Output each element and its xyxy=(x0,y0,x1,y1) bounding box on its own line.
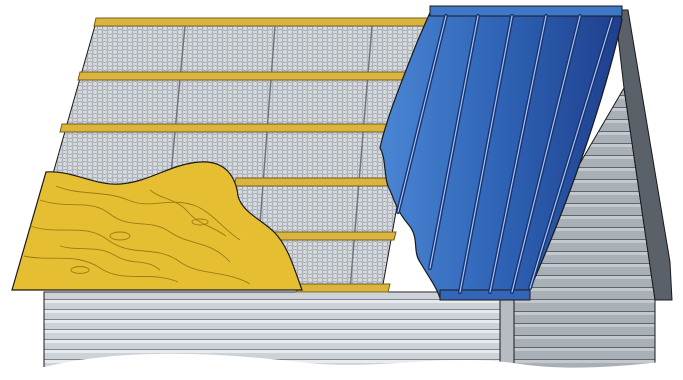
metal-ridge-cap xyxy=(430,6,622,16)
purlin-1 xyxy=(94,18,436,26)
purlin-6 xyxy=(296,284,390,292)
purlin-3 xyxy=(60,124,414,132)
purlin-5 xyxy=(272,232,396,240)
purlin-2 xyxy=(78,72,424,80)
purlin-4 xyxy=(234,178,404,186)
metal-eave-trim xyxy=(440,290,530,300)
